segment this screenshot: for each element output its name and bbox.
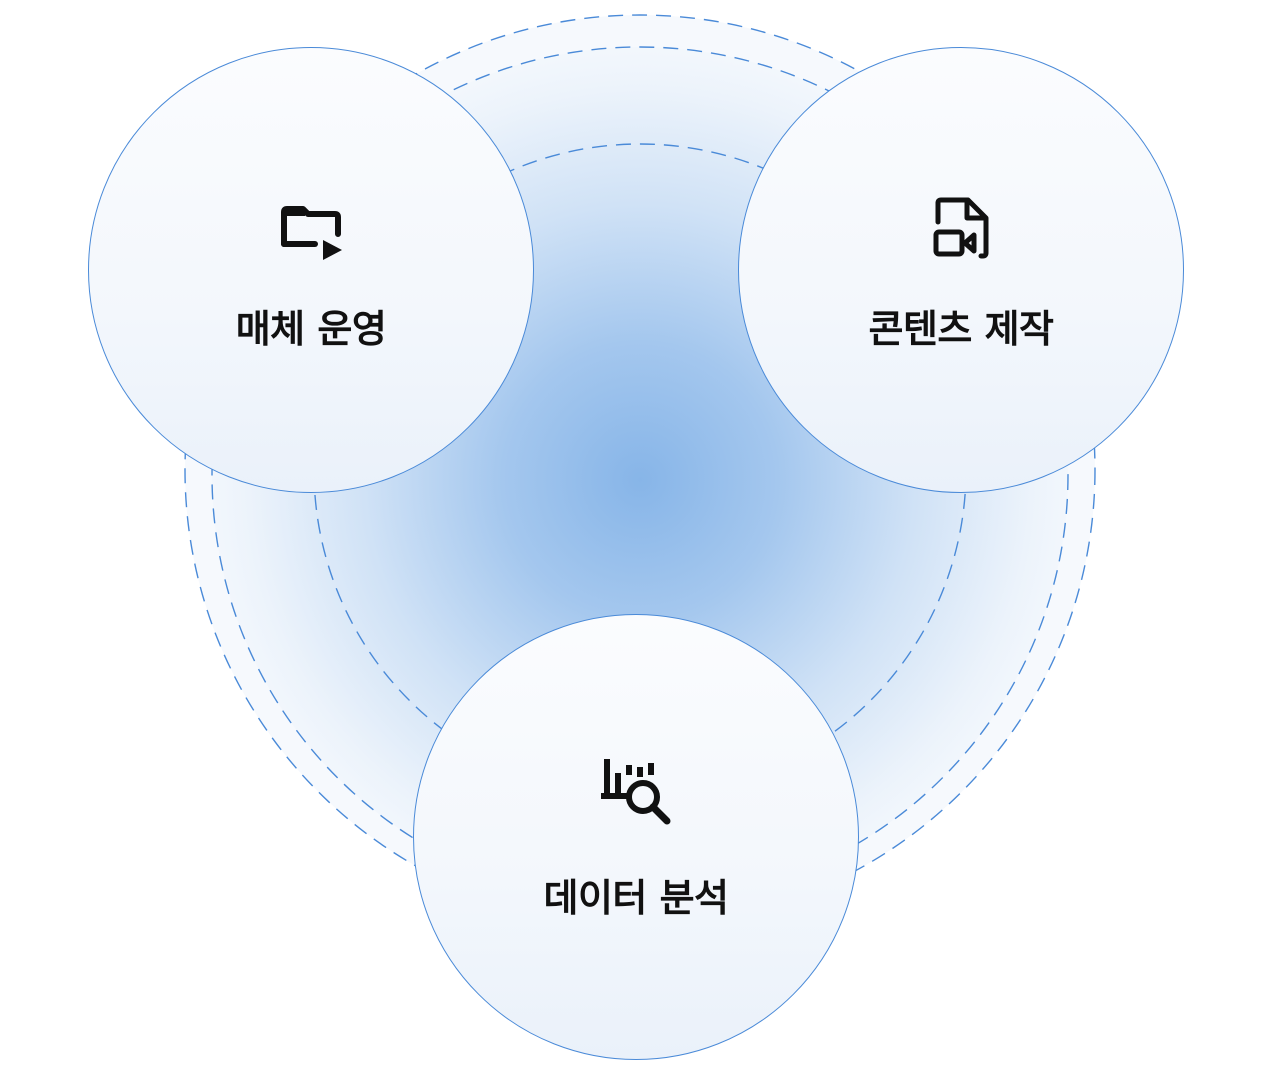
node-label: 매체 운영 — [235, 306, 387, 351]
node-label: 콘텐츠 제작 — [868, 306, 1054, 351]
node-content-production: 콘텐츠 제작 — [738, 47, 1184, 493]
node-label: 데이터 분석 — [543, 875, 729, 920]
node-data-analysis: 데이터 분석 — [413, 614, 859, 1060]
video-file-icon — [921, 188, 1001, 268]
chart-search-icon — [596, 753, 676, 833]
dashed-ring-outer — [184, 14, 1096, 926]
node-media-operation: 매체 운영 — [88, 47, 534, 493]
folder-play-icon — [271, 188, 351, 268]
